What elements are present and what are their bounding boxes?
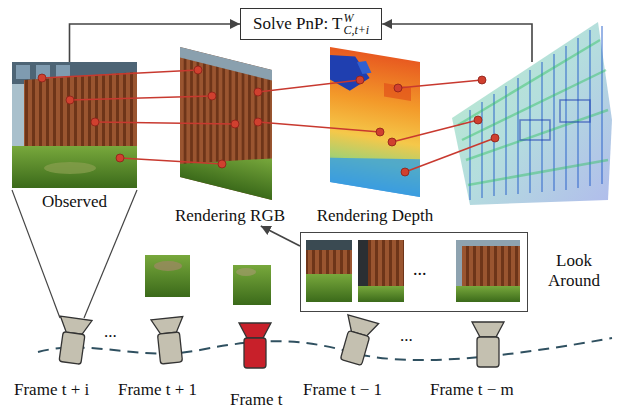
connector-arrow (70, 24, 241, 62)
image-caption: Rendering RGB (150, 206, 310, 226)
ellipsis: ... (413, 259, 427, 279)
connector-arrow (261, 226, 300, 246)
frame-label: Frame t + i (14, 380, 89, 400)
frame-label: Frame t − 1 (303, 380, 382, 400)
frame-label: Frame t + 1 (118, 380, 197, 400)
math-scripts: WC,t+i (343, 12, 369, 36)
solver-box: Solve PnP: TWC,t+i (240, 8, 382, 40)
look-around-box: ...Look Around (300, 232, 528, 312)
solver-text: Solve PnP: T (253, 14, 342, 34)
camera-trajectory (38, 338, 612, 360)
observed-image: Observed (12, 62, 137, 212)
rendered-depth: Rendering Depth (305, 47, 445, 226)
correspondence-dots (38, 66, 499, 176)
correspondence-lines (42, 70, 495, 172)
point-cloud-arrow (382, 24, 532, 62)
look-around-thumbnails (306, 240, 520, 302)
rendered-depth-image (330, 47, 420, 197)
frame-thumbnails (145, 255, 271, 305)
ellipsis: ... (104, 322, 117, 342)
image-caption: Rendering Depth (295, 206, 455, 226)
camera-icons (54, 315, 504, 368)
superscript: W (343, 12, 369, 24)
box-heading: Look Around (533, 251, 615, 291)
subscript: C,t+i (343, 24, 369, 36)
frame-label: Frame t (230, 390, 282, 410)
ellipsis: ... (400, 326, 413, 346)
frame-label: Frame t − m (430, 380, 514, 400)
image-caption: Observed (2, 192, 147, 212)
rendered-rgb: Rendering RGB (160, 47, 300, 226)
observed-photo (12, 62, 137, 188)
